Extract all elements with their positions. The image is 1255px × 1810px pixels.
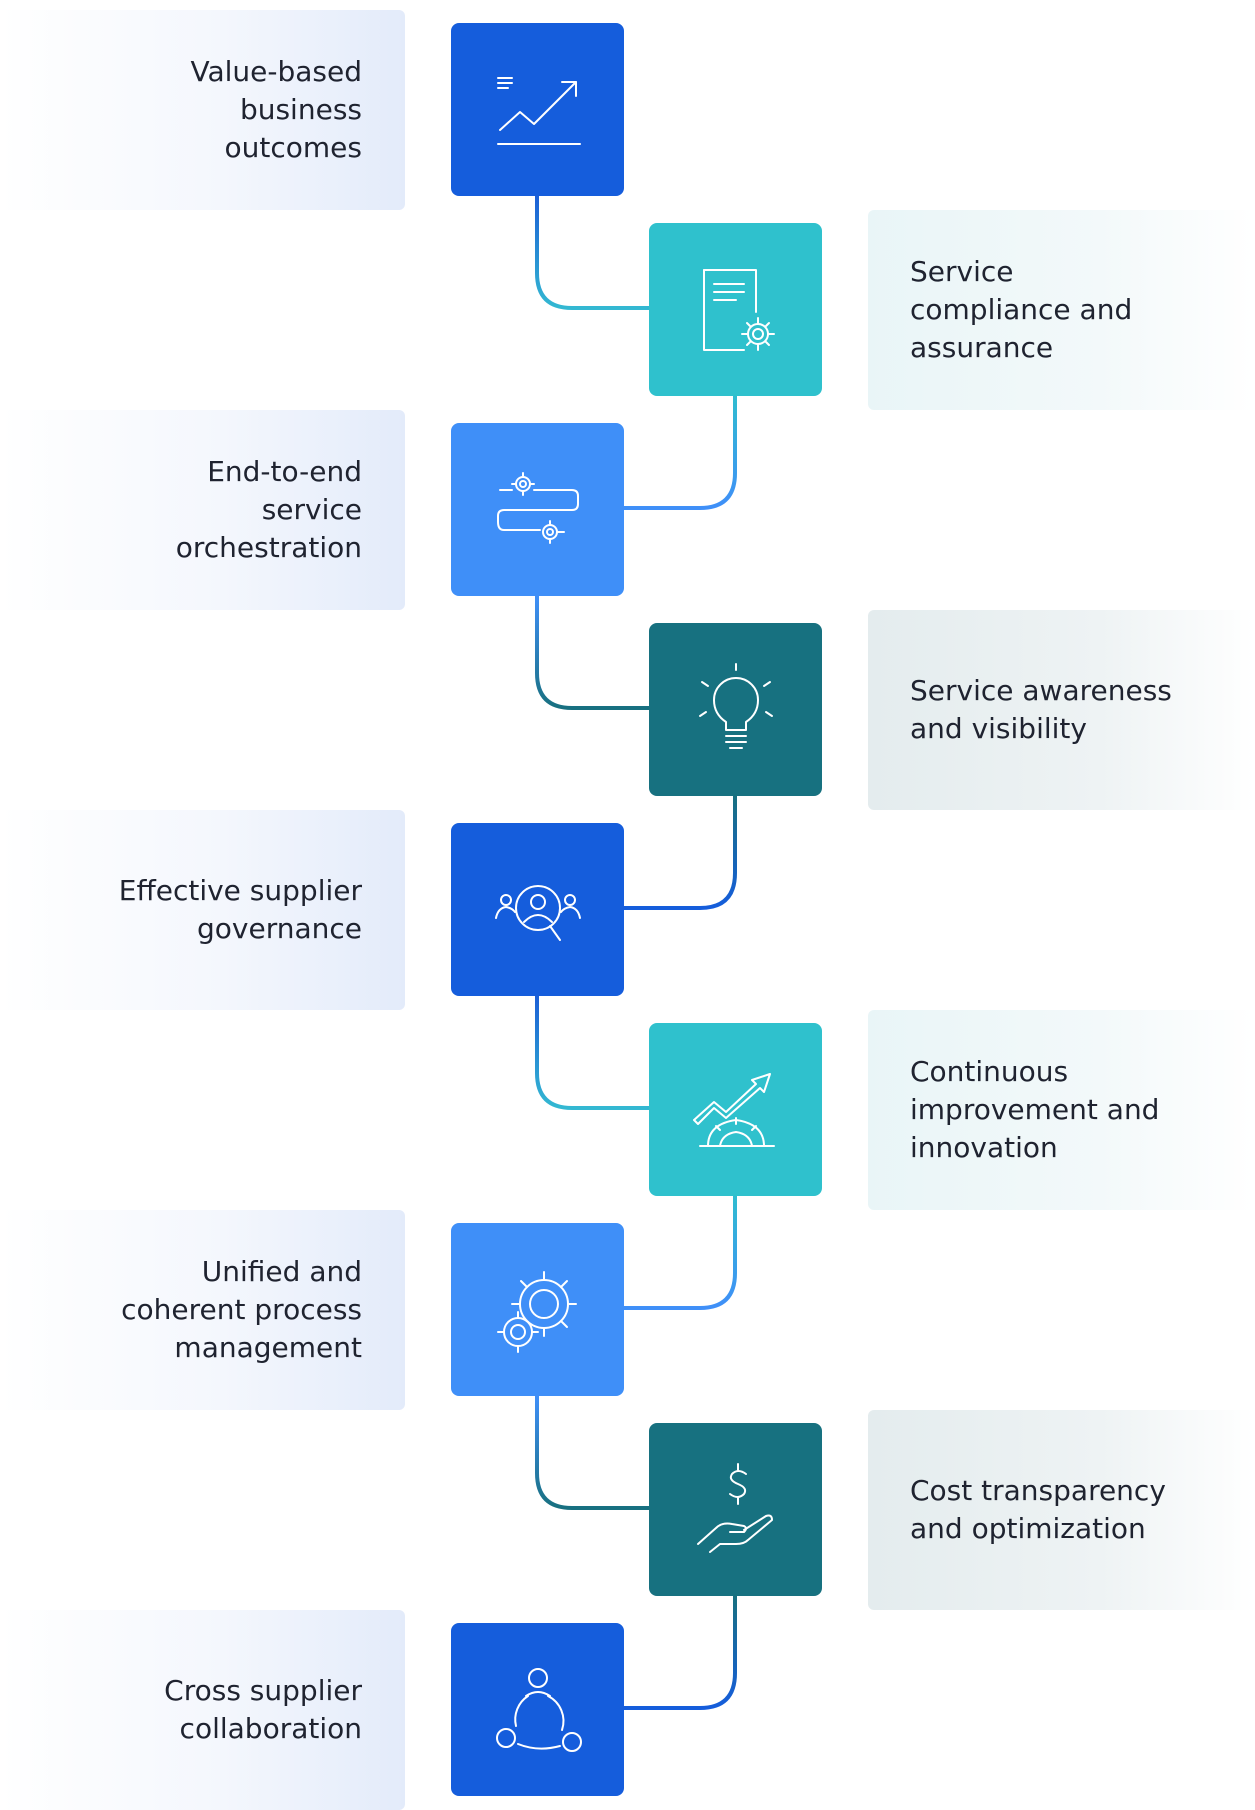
- gears-icon: [496, 1270, 577, 1353]
- connector-4: [620, 794, 737, 910]
- connector-1: [535, 194, 654, 310]
- tile-process-management: [451, 1223, 624, 1396]
- people-search-icon: [494, 884, 581, 941]
- connector-8: [620, 1594, 737, 1710]
- growth-chart-icon: [496, 76, 581, 145]
- connector-2: [620, 394, 737, 510]
- label-cost-transparency: Cost transparency and optimization: [910, 1474, 1166, 1545]
- growth-gear-icon: [692, 1072, 775, 1147]
- panel-cross-supplier: [0, 1610, 405, 1810]
- tile-value-based-outcomes: [451, 23, 624, 196]
- workflow-gears-icon: [496, 471, 579, 544]
- connector-5: [535, 994, 654, 1110]
- tile-orchestration: [451, 423, 624, 596]
- panel-process-management: [0, 1210, 405, 1410]
- label-process-management: Unified and coherent process management: [121, 1255, 362, 1364]
- lightbulb-icon: [698, 662, 773, 749]
- tile-cost-transparency: [649, 1423, 822, 1596]
- panel-continuous-improvement: [868, 1010, 1255, 1210]
- label-cross-supplier: Cross supplier collaboration: [164, 1674, 362, 1745]
- label-value-based-outcomes: Value-based business outcomes: [190, 55, 362, 164]
- panel-supplier-governance: [0, 810, 405, 1010]
- hand-dollar-icon: [696, 1462, 773, 1553]
- document-gear-icon: [702, 268, 775, 351]
- label-orchestration: End-to-end service orchestration: [175, 455, 362, 564]
- tile-cross-supplier: [451, 1623, 624, 1796]
- label-service-awareness: Service awareness and visibility: [910, 674, 1172, 745]
- tile-supplier-governance: [451, 823, 624, 996]
- tile-service-awareness: [649, 623, 822, 796]
- panel-service-awareness: [868, 610, 1255, 810]
- label-supplier-governance: Effective supplier governance: [118, 874, 362, 945]
- connector-3: [535, 594, 654, 710]
- connector-7: [535, 1394, 654, 1510]
- network-icon: [495, 1667, 582, 1752]
- panel-value-based-outcomes: [0, 10, 405, 210]
- tile-continuous-improvement: [649, 1023, 822, 1196]
- connector-6: [620, 1194, 737, 1310]
- panel-cost-transparency: [868, 1410, 1255, 1610]
- label-service-compliance: Service compliance and assurance: [910, 255, 1133, 364]
- panel-service-compliance: [868, 210, 1255, 410]
- tile-service-compliance: [649, 223, 822, 396]
- panel-orchestration: [0, 410, 405, 610]
- label-continuous-improvement: Continuous improvement and innovation: [910, 1055, 1160, 1164]
